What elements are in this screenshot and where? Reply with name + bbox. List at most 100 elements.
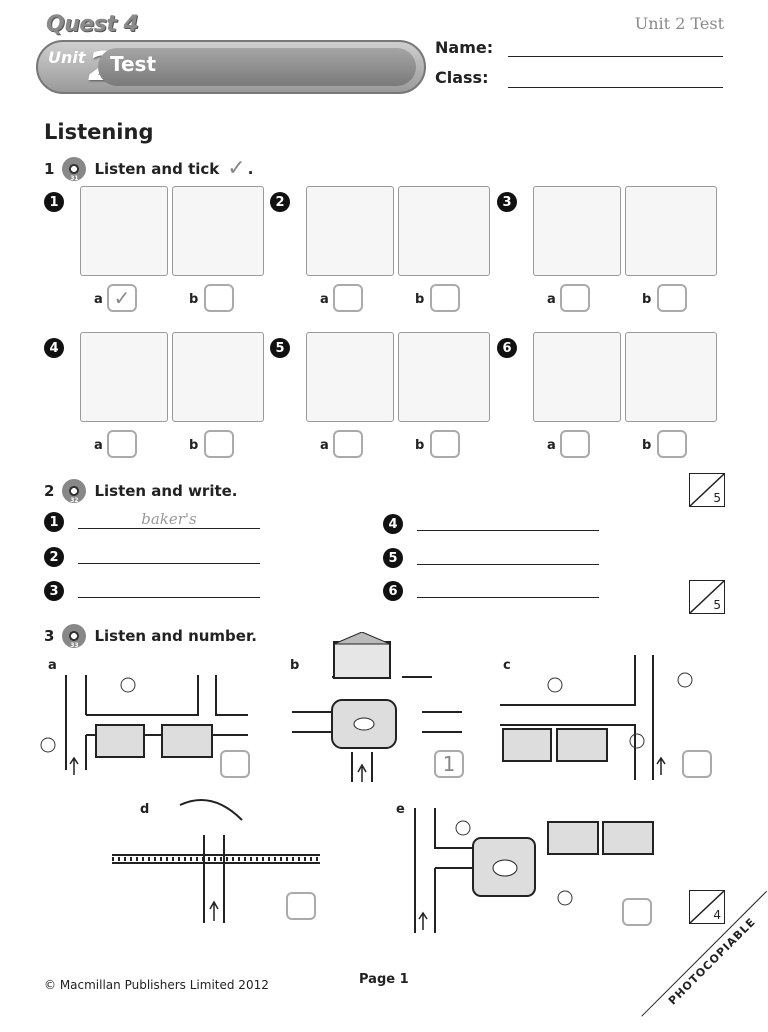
map-a	[40, 675, 248, 775]
answer-number: 4	[383, 514, 403, 534]
tick-box-b[interactable]	[430, 430, 460, 458]
map-b	[292, 632, 462, 782]
map-label-d: d	[140, 802, 150, 817]
brand-logo: Quest 4	[46, 12, 139, 37]
tick-box-b[interactable]	[204, 284, 234, 312]
option-b-label: b	[642, 292, 652, 307]
picture-b	[398, 186, 490, 276]
q1-period: .	[247, 159, 254, 178]
answer-box-c[interactable]	[682, 750, 712, 778]
copyright: © Macmillan Publishers Limited 2012	[44, 978, 269, 992]
class-label: Class:	[435, 68, 489, 87]
name-field[interactable]	[508, 55, 723, 57]
answer-line[interactable]	[417, 512, 599, 531]
banner-unit: Unit	[48, 48, 86, 67]
item-number: 4	[44, 338, 64, 358]
q1-instruction: Listen and tick	[94, 159, 220, 178]
cd-icon: 32	[62, 479, 87, 504]
q2-instruction: Listen and write.	[94, 482, 238, 500]
answer-box-e[interactable]	[622, 898, 652, 926]
picture-b	[398, 332, 490, 422]
picture-b	[625, 186, 717, 276]
tick-icon: ✓	[227, 156, 246, 181]
tick-box-a[interactable]	[107, 430, 137, 458]
score-diagonal	[690, 474, 724, 506]
answer-box-b[interactable]: 1	[434, 750, 464, 778]
header-unit-test: Unit 2 Test	[634, 14, 724, 33]
answer-number: 6	[383, 581, 403, 601]
picture-a	[80, 186, 168, 276]
option-a-label: a	[547, 292, 556, 307]
q2-heading: 2 32 Listen and write.	[44, 479, 238, 504]
score-total: 4	[713, 908, 721, 922]
map-c	[500, 655, 693, 780]
option-a-label: a	[94, 292, 103, 307]
picture-b	[172, 186, 264, 276]
section-title: Listening	[44, 120, 154, 144]
tick-box-b[interactable]	[430, 284, 460, 312]
answer-line[interactable]: baker's	[78, 510, 260, 529]
class-field[interactable]	[508, 86, 723, 88]
q2-number: 2	[44, 482, 55, 500]
score-total: 5	[713, 598, 721, 612]
picture-a	[533, 332, 621, 422]
answer-line[interactable]	[78, 579, 260, 598]
option-b-label: b	[189, 292, 199, 307]
map-label-e: e	[396, 802, 405, 817]
q1-heading: 1 31 Listen and tick ✓ .	[44, 156, 254, 182]
banner-test: Test	[110, 52, 157, 76]
answer-number: 1	[44, 512, 64, 532]
picture-b	[625, 332, 717, 422]
item-number: 2	[270, 192, 290, 212]
tick-box-b[interactable]	[204, 430, 234, 458]
answer-number: 3	[44, 581, 64, 601]
item-number: 1	[44, 192, 64, 212]
picture-a	[533, 186, 621, 276]
cd-icon: 33	[62, 624, 87, 649]
option-a-label: a	[547, 438, 556, 453]
score-total: 5	[713, 491, 721, 505]
option-a-label: a	[94, 438, 103, 453]
tick-box-a[interactable]	[560, 430, 590, 458]
option-a-label: a	[320, 292, 329, 307]
q1-number: 1	[44, 159, 55, 178]
score-box: 4	[689, 890, 725, 924]
tick-box-b[interactable]	[657, 284, 687, 312]
picture-a	[80, 332, 168, 422]
option-b-label: b	[415, 292, 425, 307]
picture-b	[172, 332, 264, 422]
answer-number: 2	[44, 547, 64, 567]
answer-box-a[interactable]	[220, 750, 250, 778]
picture-a	[306, 332, 394, 422]
name-label: Name:	[435, 38, 494, 57]
tick-box-a[interactable]	[560, 284, 590, 312]
item-number: 5	[270, 338, 290, 358]
page-number: Page 1	[359, 972, 409, 987]
option-a-label: a	[320, 438, 329, 453]
map-e	[414, 808, 654, 933]
option-b-label: b	[189, 438, 199, 453]
unit-banner: Unit 2 Test	[36, 40, 426, 94]
tick-box-a[interactable]	[333, 284, 363, 312]
tick-box-b[interactable]	[657, 430, 687, 458]
answer-line[interactable]	[417, 579, 599, 598]
map-label-b: b	[290, 658, 300, 673]
tick-box-a[interactable]	[333, 430, 363, 458]
q3-instruction: Listen and number.	[94, 627, 257, 645]
answer-number: 5	[383, 548, 403, 568]
answer-line[interactable]	[78, 545, 260, 564]
option-b-label: b	[642, 438, 652, 453]
answer-line[interactable]	[417, 546, 599, 565]
picture-a	[306, 186, 394, 276]
score-box: 5	[689, 580, 725, 614]
map-label-a: a	[48, 658, 57, 673]
item-number: 6	[497, 338, 517, 358]
score-box: 5	[689, 473, 725, 507]
score-diagonal	[690, 581, 724, 613]
score-diagonal	[690, 891, 724, 923]
tick-box-a[interactable]: ✓	[107, 284, 137, 312]
q3-number: 3	[44, 627, 55, 645]
answer-box-d[interactable]	[286, 892, 316, 920]
map-d	[112, 799, 320, 923]
map-label-c: c	[503, 658, 511, 673]
